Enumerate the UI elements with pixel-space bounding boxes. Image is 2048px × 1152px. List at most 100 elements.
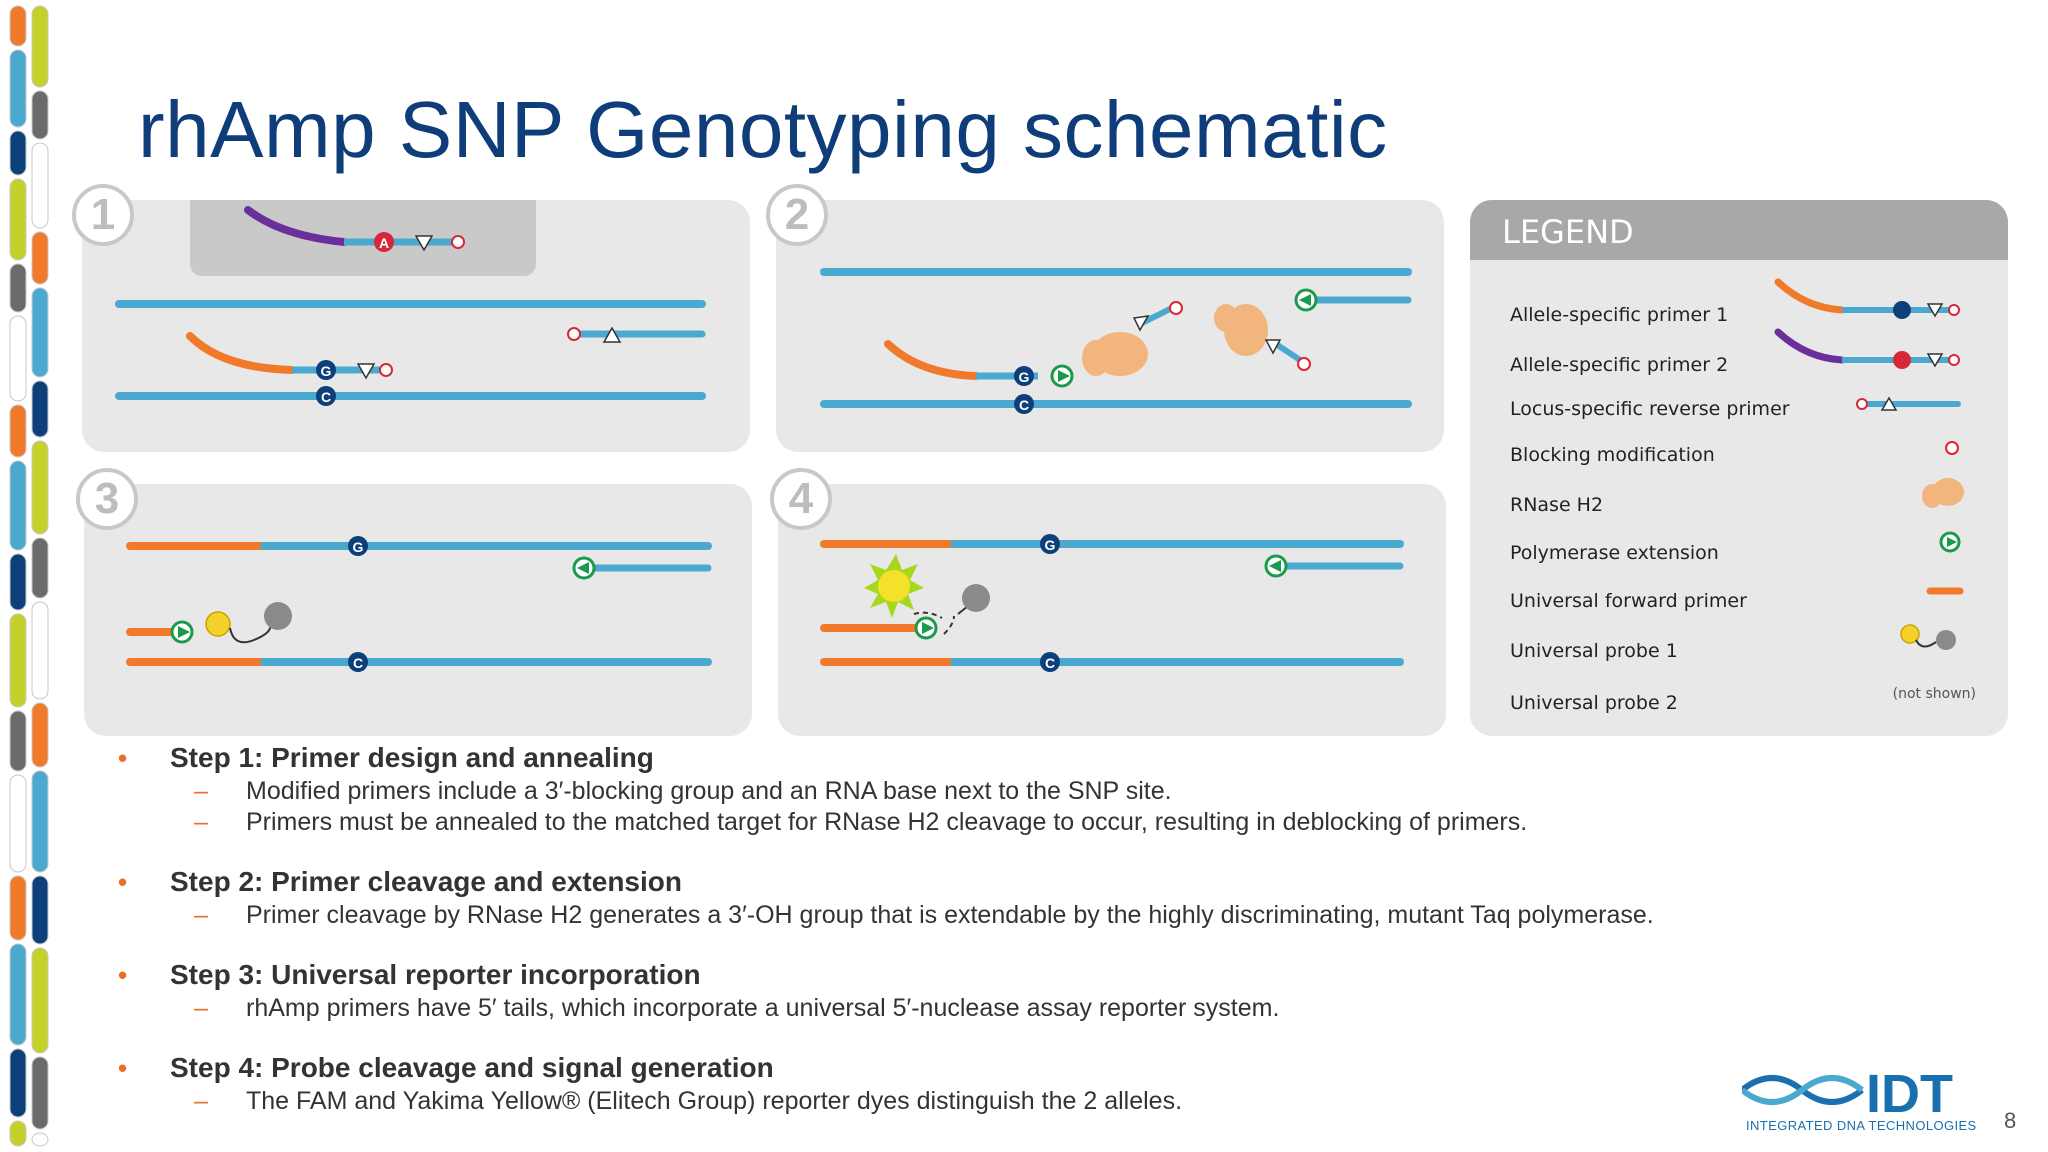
quencher-icon	[264, 602, 292, 630]
allele-c-marker	[348, 652, 368, 672]
block-icon	[567, 327, 581, 341]
quencher-icon	[962, 584, 990, 612]
deco-bar	[31, 702, 49, 768]
panel-3-diagram: G C	[126, 536, 712, 672]
step-2-detail-1: Primer cleavage by RNase H2 generates a …	[246, 901, 1654, 929]
deco-bar	[9, 943, 27, 1046]
deco-bar	[31, 142, 49, 229]
dash-icon: –	[194, 994, 208, 1022]
deco-bar	[9, 553, 27, 611]
panel-2-diagram: G C	[820, 268, 1412, 414]
allele-g-marker	[1040, 534, 1060, 554]
allele-c-marker	[316, 386, 336, 406]
bullet-icon: •	[118, 867, 128, 897]
legend-icons	[1774, 278, 1964, 650]
deco-bar	[9, 1048, 27, 1118]
step-1-block: • Step 1: Primer design and annealing – Mo…	[118, 740, 1718, 838]
rnase-h2-icon	[1922, 478, 1964, 508]
allele-a-marker	[374, 232, 394, 252]
allele-primer-2-icon	[1774, 328, 1960, 369]
legend-label-forward-primer: Universal forward primer	[1510, 590, 1747, 612]
step-2-title: Step 2: Primer cleavage and extension	[170, 866, 682, 897]
deco-bar	[9, 460, 27, 551]
legend-label-allele-primer-2: Allele-specific primer 2	[1510, 354, 1729, 376]
deco-bar	[31, 440, 49, 535]
step-1-detail-1: Modified primers include a 3′-blocking g…	[246, 777, 1172, 805]
legend-label-probe-1: Universal probe 1	[1510, 640, 1678, 662]
base-g-label: G	[353, 539, 364, 555]
logo-mark: IDT	[1866, 1064, 1953, 1124]
step-1-title: Step 1: Primer design and annealing	[170, 742, 654, 773]
deco-bar	[31, 601, 49, 700]
legend-label-rnase-h2: RNase H2	[1510, 494, 1604, 516]
logo-subtitle: INTEGRATED DNA TECHNOLOGIES	[1746, 1118, 1977, 1133]
fluorophore-icon	[205, 611, 231, 637]
deco-bar	[31, 5, 49, 88]
side-decoration	[9, 5, 49, 1147]
panel-step-1: A G C	[82, 200, 750, 452]
block-icon	[1297, 357, 1311, 371]
step-4-detail-1: The FAM and Yakima Yellow® (Elitech Grou…	[246, 1087, 1183, 1115]
deco-bar	[31, 537, 49, 599]
step-number-3: 3	[76, 468, 138, 530]
fluorescence-signal-icon	[864, 554, 924, 618]
bullet-icon: •	[118, 743, 128, 773]
legend-label-probe-2: Universal probe 2	[1510, 692, 1678, 714]
dash-icon: –	[194, 777, 208, 805]
block-icon	[1169, 301, 1183, 315]
idt-logo: IDT	[1742, 1064, 1953, 1124]
probe-icon	[1900, 624, 1956, 650]
deco-bar	[31, 875, 49, 945]
not-shown-note: (not shown)	[1892, 686, 1976, 702]
base-g-label: G	[1045, 537, 1056, 553]
dash-icon: –	[194, 901, 208, 929]
polymerase-icon	[1939, 531, 1961, 553]
base-c-label: C	[1019, 397, 1029, 413]
deco-bar	[31, 380, 49, 438]
panel-step-3: G C	[84, 484, 752, 736]
step-number-4: 4	[770, 468, 832, 530]
blocking-icon	[1945, 441, 1959, 455]
page-number: 8	[2004, 1108, 2017, 1133]
deco-bar	[9, 404, 27, 458]
deco-bar	[31, 770, 49, 873]
panel-step-4: G C	[778, 484, 1446, 736]
deco-bar	[31, 90, 49, 140]
step-number-1: 1	[72, 184, 134, 246]
bullet-icon: •	[118, 1053, 128, 1083]
orange-tail	[186, 332, 296, 374]
legend-panel: LEGEND	[1470, 200, 2008, 736]
deco-bar	[9, 130, 27, 176]
deco-bar	[9, 5, 27, 47]
legend-label-polymerase: Polymerase extension	[1510, 542, 1719, 564]
panel-4-diagram: G C	[820, 534, 1404, 672]
allele-c-marker	[1040, 652, 1060, 672]
step-descriptions: • Step 1: Primer design and annealing – Mo…	[118, 740, 1718, 1143]
base-a-label: A	[379, 235, 389, 251]
deco-bar	[31, 1132, 49, 1147]
step-number-2: 2	[766, 184, 828, 246]
deco-bar	[9, 774, 27, 873]
rna-base-icon	[602, 326, 622, 343]
allele-primer-1-icon	[1774, 278, 1960, 319]
step-4-title: Step 4: Probe cleavage and signal genera…	[170, 1052, 774, 1083]
dash-icon: –	[194, 1087, 208, 1115]
legend-label-blocking: Blocking modification	[1510, 444, 1715, 466]
rna-base-icon	[414, 235, 434, 252]
purple-tail	[244, 206, 348, 246]
base-c-label: C	[321, 389, 331, 405]
bullet-icon: •	[118, 960, 128, 990]
step-3-block: •Step 3: Universal reporter incorporatio…	[118, 957, 1718, 1024]
deco-bar	[31, 1056, 49, 1130]
allele-g-marker	[1014, 366, 1034, 386]
slide-title: rhAmp SNP Genotyping schematic	[138, 85, 1388, 174]
deco-bar	[9, 710, 27, 772]
panel-step-2: G C	[776, 200, 1444, 452]
allele-g-marker	[348, 536, 368, 556]
base-c-label: C	[1045, 655, 1055, 671]
cleaved-fragment	[1274, 341, 1302, 363]
step-1-detail-2: Primers must be annealed to the matched …	[246, 808, 1528, 836]
allele-g-marker	[316, 360, 336, 380]
deco-bar	[9, 263, 27, 313]
legend-label-allele-primer-1: Allele-specific primer 1	[1510, 304, 1729, 326]
